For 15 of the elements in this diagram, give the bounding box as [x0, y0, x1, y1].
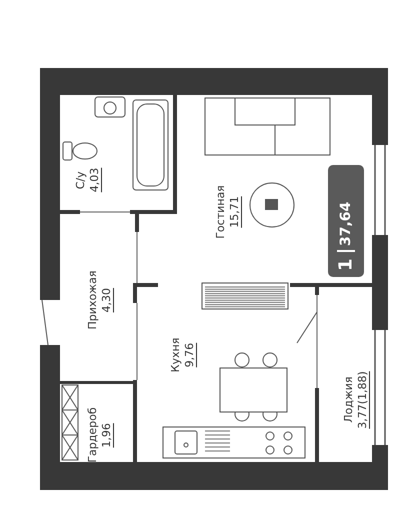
area-value: 3,77(1,88)	[356, 371, 370, 429]
room-name: Прихожая	[86, 270, 100, 330]
room-name: Кухня	[169, 338, 183, 372]
area-value: 4,03	[88, 168, 102, 192]
room-name: Гостиная	[214, 185, 228, 239]
total-area: 37,64	[338, 202, 354, 246]
room-count: 1	[336, 257, 356, 273]
area-value: 1,96	[100, 422, 114, 448]
room-name: С/у	[74, 171, 88, 189]
area-value: 4,30	[100, 288, 114, 312]
apartment-badge	[328, 165, 364, 277]
area-value: 9,76	[183, 342, 197, 368]
area-value: 15,71	[228, 196, 242, 228]
room-name: Гардероб	[86, 407, 100, 463]
room-name: Лоджия	[342, 376, 356, 424]
